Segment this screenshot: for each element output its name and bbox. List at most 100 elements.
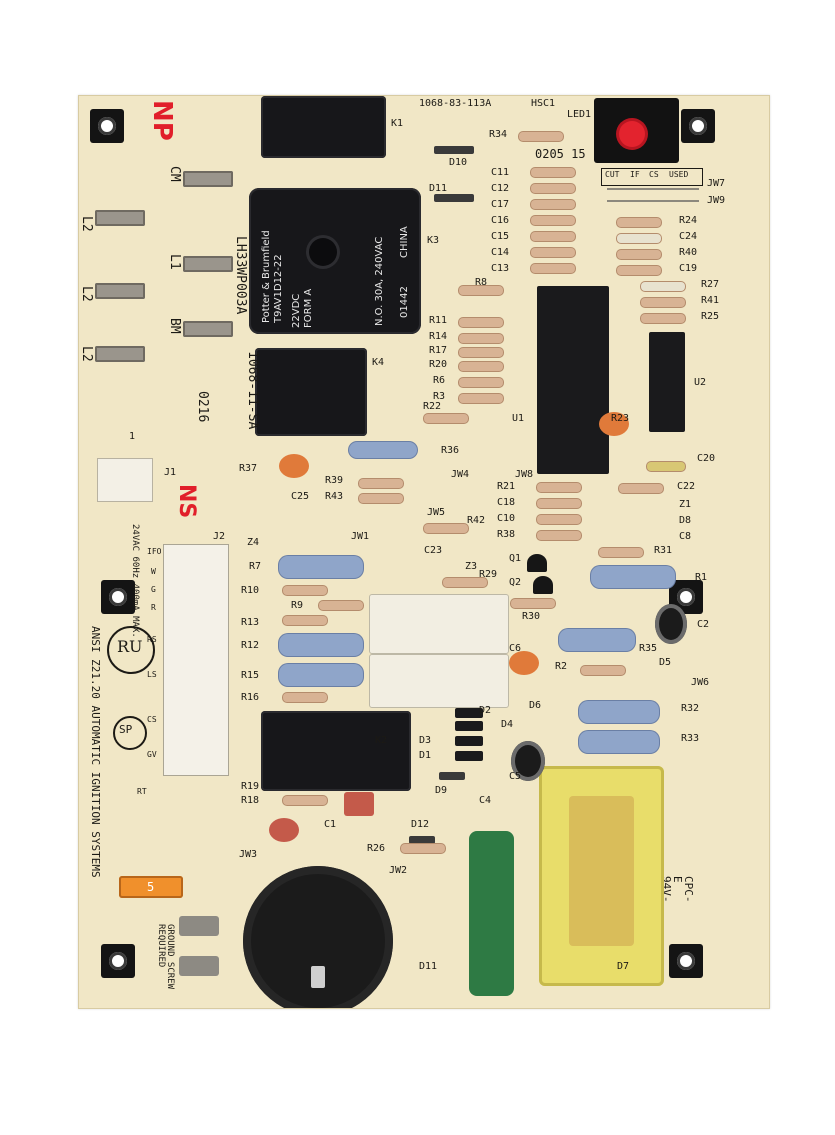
ground-pad-bottom [179,956,219,976]
relay-k3-ref: K3 [427,235,440,246]
resistor-r21 [537,483,581,492]
terminal-cm [183,171,233,187]
terminal-l2-top-label: L2 [79,216,94,232]
j1-label: J1 [164,467,177,478]
j2-pin-w: W [151,567,156,576]
resistor-r33 [579,731,659,753]
cap-stack-c14 [531,248,575,257]
label-r10: R10 [241,585,260,596]
label-r8: R8 [475,277,488,288]
mounting-hole-top-left [90,109,124,143]
capacitor-orange-2 [599,412,629,436]
label-r30: R30 [522,611,541,622]
label-c24: C24 [679,231,698,242]
j2-pin-g: G [151,585,156,594]
label-r37: R37 [239,463,258,474]
relay-k3-coil-block: 22VDC FORM A [291,268,314,328]
label-r21: R21 [497,481,516,492]
label-c14: C14 [491,247,510,258]
cs-label: CS [649,170,659,179]
diode-d2 [455,708,483,718]
diode-d12 [409,836,435,844]
capacitor-c19 [617,266,661,275]
resistor-r27 [641,282,685,291]
j2-label: J2 [213,531,226,542]
label-r24: R24 [679,215,698,226]
resistor-r42 [424,524,468,533]
connector-j2 [163,544,229,776]
label-z1: Z1 [679,499,692,510]
label-r3: R3 [433,391,446,402]
relay-k3-brand: Potter & Brumfield [261,230,272,323]
label-d7: D7 [617,961,630,972]
diode-d4 [455,721,483,731]
csa-mark [113,716,147,750]
resistor-r29 [443,578,487,587]
terminal-l2-mid-label: L2 [79,286,94,302]
jw9-label: JW9 [707,195,726,206]
label-c20: C20 [697,453,716,464]
resistor-r26 [401,844,445,853]
capacitor-orange-3 [509,651,539,675]
resistor-r25 [641,314,685,323]
electrolytic-cap-c5 [511,741,545,781]
capacitor-c18 [537,499,581,508]
jw7-label: JW7 [707,178,726,189]
relay-k3-origin: CHINA [399,226,410,258]
resistor-r9 [319,601,363,610]
terminal-l2-bottom-label: L2 [79,346,94,362]
terminal-l2-top [95,210,145,226]
cap-stack-c13 [531,264,575,273]
relay-k3-text-block: Potter & Brumfield T9AV1D12-22 [261,183,284,323]
label-r17: R17 [429,345,448,356]
label-r36: R36 [441,445,460,456]
diode-d11 [434,194,474,202]
resistor-r18 [283,796,327,805]
label-r13: R13 [241,617,260,628]
resistor-r12 [279,634,363,656]
label-r41: R41 [701,295,720,306]
ic-u1 [537,286,609,474]
fuse-value: 5 [147,880,155,894]
label-r40: R40 [679,247,698,258]
resistor-r3 [459,394,503,403]
ul-mark [107,626,155,674]
label-r1: R1 [695,572,708,583]
mounting-hole-mid-left [101,580,135,614]
c1-label: C1 [324,819,337,830]
j1-pin1: 1 [129,431,136,442]
j2-pin-r: R [151,603,156,612]
ul-mark-text: RU [117,637,143,656]
resistor-r30 [511,599,555,608]
jumper-wire-jw7 [607,188,699,190]
j2-pin-gv: GV [147,750,157,759]
resistor-r17 [459,348,503,357]
used-label: USED [669,170,689,179]
transistor-q2 [533,576,553,594]
diode-d9 [439,772,465,780]
c4-label: C4 [479,795,492,806]
label-r19: R19 [241,781,260,792]
potentiometer-shaft [311,966,325,988]
label-jw6: JW6 [691,677,710,688]
label-d5: D5 [659,657,672,668]
resistor-r39 [359,479,403,488]
capacitor-c24 [617,234,661,243]
label-r11: R11 [429,315,448,326]
cut-label: CUT [605,170,620,179]
label-c8: C8 [679,531,692,542]
resistor-r16 [283,693,327,702]
label-jw8: JW8 [515,469,534,480]
j2-pin-rt: RT [137,787,147,796]
label-r34: R34 [489,129,508,140]
relay-k4 [255,348,367,436]
label-d11b: D11 [419,961,438,972]
label-r32: R32 [681,703,700,714]
terminal-l1 [183,256,233,272]
capacitor-c20 [647,462,685,471]
label-c10: C10 [497,513,516,524]
label-d6: D6 [529,700,542,711]
relay-k3-coil-dot [309,238,337,266]
resistor-r41 [641,298,685,307]
mounting-hole-bottom-right [669,944,703,978]
